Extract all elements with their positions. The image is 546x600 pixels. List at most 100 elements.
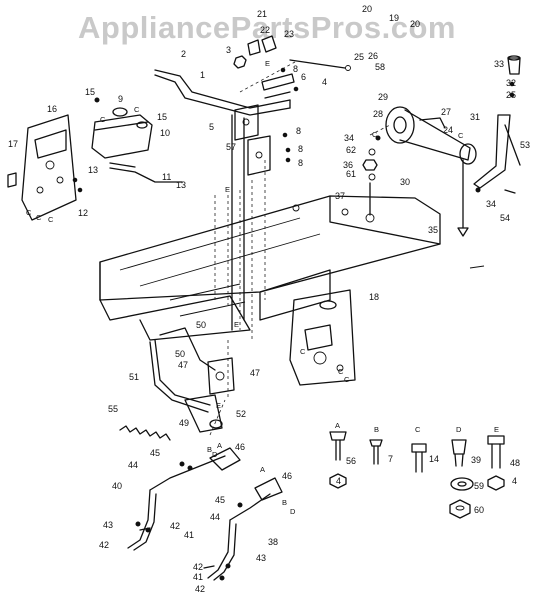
- callout-29: 29: [378, 92, 388, 102]
- callout-21: 21: [257, 9, 267, 19]
- letter-b: B: [374, 425, 379, 434]
- letter-c8: C: [344, 375, 350, 384]
- letter-a1: A: [217, 441, 222, 450]
- callout-44b: 44: [210, 512, 220, 522]
- callout-45b: 45: [215, 495, 225, 505]
- callout-27: 27: [441, 107, 451, 117]
- part-40-pedal-arm: [127, 447, 241, 551]
- callout-13b: 13: [176, 180, 186, 190]
- callout-28: 28: [373, 109, 383, 119]
- callout-34a: 34: [344, 133, 354, 143]
- callout-4c: 4: [512, 476, 517, 486]
- callout-8b: 8: [298, 144, 303, 154]
- part-49-arm: [184, 394, 223, 433]
- callout-55: 55: [108, 404, 118, 414]
- callout-9: 9: [118, 94, 123, 104]
- callout-14: 14: [429, 454, 439, 464]
- callout-42d: 42: [195, 584, 205, 594]
- callout-32: 32: [506, 78, 516, 88]
- callout-31: 31: [470, 112, 480, 122]
- callout-16: 16: [47, 104, 57, 114]
- letter-b2: B: [282, 498, 287, 507]
- callout-18: 18: [369, 292, 379, 302]
- letter-e1: E: [265, 59, 270, 68]
- callout-13a: 13: [88, 165, 98, 175]
- letter-a: A: [335, 421, 340, 430]
- callout-50a: 50: [196, 320, 206, 330]
- letter-d: D: [456, 425, 462, 434]
- callout-47a: 47: [178, 360, 188, 370]
- part-51-rod: [149, 327, 216, 413]
- letter-c6: C: [300, 347, 306, 356]
- callout-22: 22: [260, 25, 270, 35]
- callout-19: 19: [389, 13, 399, 23]
- callout-52: 52: [236, 409, 246, 419]
- callout-56: 56: [346, 456, 356, 466]
- callout-2: 2: [181, 49, 186, 59]
- callout-25a: 25: [354, 52, 364, 62]
- callout-47b: 47: [250, 368, 260, 378]
- callout-60: 60: [474, 505, 484, 515]
- callout-4b: 4: [336, 476, 341, 486]
- callout-42b: 42: [99, 540, 109, 550]
- part-55-spring: [119, 425, 171, 441]
- part-10-reservoir: [91, 97, 183, 183]
- letter-b1: B: [207, 445, 212, 454]
- callout-8d: 8: [293, 64, 298, 74]
- callout-48: 48: [510, 458, 520, 468]
- callout-43a: 43: [103, 520, 113, 530]
- letter-c7: C: [338, 367, 344, 376]
- callout-36: 36: [343, 160, 353, 170]
- callout-43b: 43: [256, 553, 266, 563]
- callout-40: 40: [112, 481, 122, 491]
- part-5-bracket: [234, 104, 259, 141]
- letter-c10: C: [372, 130, 378, 139]
- letter-e3: E: [216, 401, 221, 410]
- part-22-bracket: [247, 35, 277, 56]
- callout-8a: 8: [296, 126, 301, 136]
- letter-c4: C: [36, 213, 42, 222]
- callout-38: 38: [268, 537, 278, 547]
- callout-3: 3: [226, 45, 231, 55]
- callout-39: 39: [471, 455, 481, 465]
- part-6-pivot: [261, 73, 295, 99]
- part-18-bracket: [289, 289, 356, 386]
- callout-59: 59: [474, 481, 484, 491]
- callout-42a: 42: [170, 521, 180, 531]
- callout-10: 10: [160, 128, 170, 138]
- letter-e4: E: [234, 320, 239, 329]
- callout-12: 12: [78, 208, 88, 218]
- callout-41b: 41: [193, 572, 203, 582]
- callout-62: 62: [346, 145, 356, 155]
- callout-23: 23: [284, 29, 294, 39]
- assembly-lines: [209, 61, 391, 436]
- callout-37: 37: [335, 191, 345, 201]
- callout-25b: 25: [506, 90, 516, 100]
- part-31-lever: [473, 114, 521, 189]
- watermark: AppliancePartsPros.com: [78, 10, 456, 45]
- letter-c5: C: [48, 215, 54, 224]
- hardware-legend: [329, 265, 505, 519]
- callout-35: 35: [428, 225, 438, 235]
- letter-c1: C: [100, 115, 106, 124]
- callout-30: 30: [400, 177, 410, 187]
- part-16-panel: [7, 114, 83, 221]
- callout-7: 7: [388, 454, 393, 464]
- pedal-hardware: [135, 461, 243, 581]
- part-30-shaft: [385, 106, 477, 237]
- letter-a2: A: [260, 465, 265, 474]
- letter-c: C: [415, 425, 421, 434]
- callout-20b: 20: [410, 19, 420, 29]
- callout-33: 33: [494, 59, 504, 69]
- part-1-lever-arm: [154, 69, 291, 116]
- hardware-letters: A B C D E C C C C C C C C C C E E E E D …: [26, 59, 499, 516]
- callout-54: 54: [500, 213, 510, 223]
- callout-6: 6: [301, 72, 306, 82]
- callout-41a: 41: [184, 530, 194, 540]
- chassis-frame: [99, 195, 441, 341]
- letter-c9: C: [458, 131, 464, 140]
- part-33-knob: [507, 55, 521, 98]
- callout-58: 58: [375, 62, 385, 72]
